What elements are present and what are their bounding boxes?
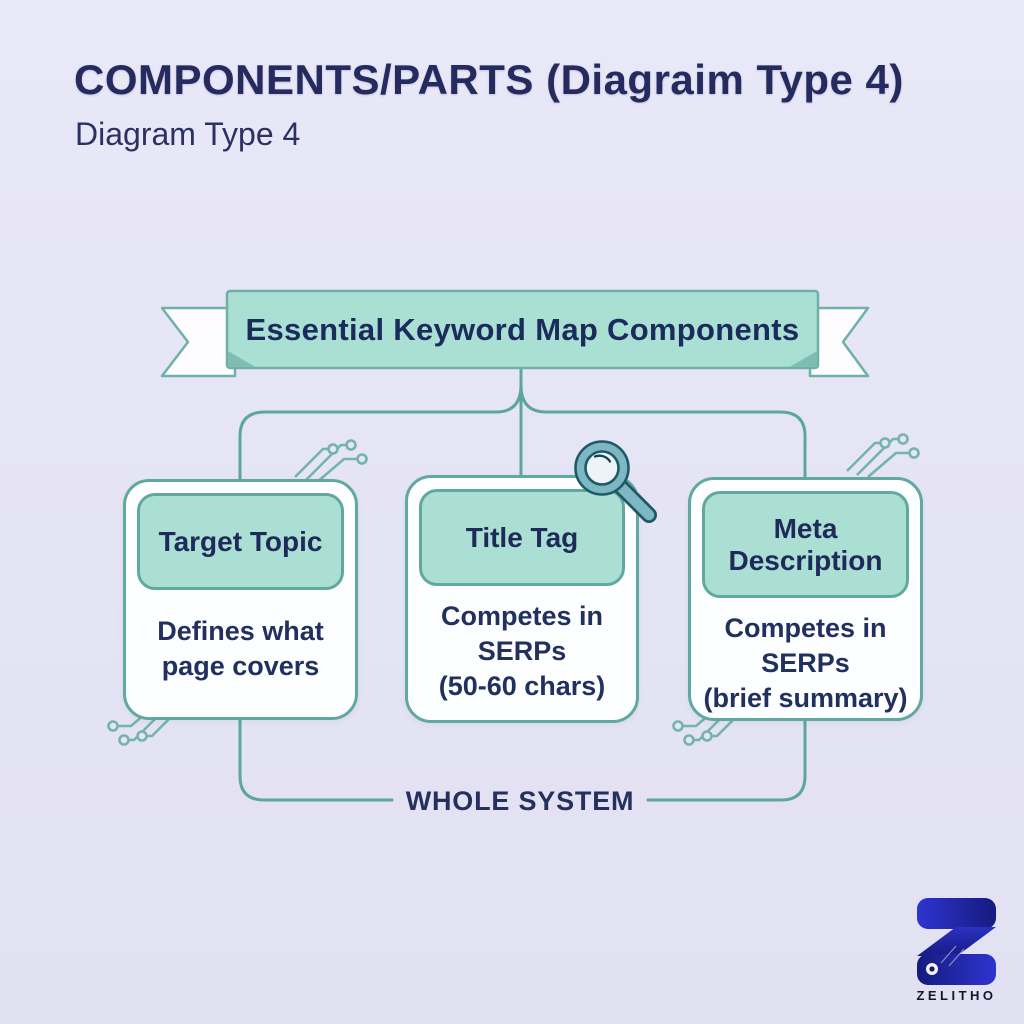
connector-left (238, 383, 523, 481)
bracket-right (646, 718, 807, 802)
whole-system-label: WHOLE SYSTEM (405, 785, 635, 816)
component-box-header: Meta Description (702, 491, 909, 598)
connector-lines (238, 366, 807, 802)
zelitho-logo-icon (917, 898, 996, 985)
component-box-meta-description: Meta Description Competes in SERPs (brie… (688, 477, 923, 721)
bracket-left (238, 717, 394, 802)
brand-name: ZELITHO (916, 988, 997, 1003)
ribbon-band (225, 289, 820, 370)
page-subtitle: Diagram Type 4 (75, 116, 301, 152)
component-box-header: Title Tag (419, 489, 625, 586)
ribbon-fold-left (228, 351, 255, 367)
component-box-description: Competes in SERPs (brief summary) (703, 613, 908, 714)
banner-label: Essential Keyword Map Components (245, 311, 800, 347)
component-box-description: Defines what page covers (157, 616, 324, 682)
component-box-target-topic: Target Topic Defines what page covers (123, 479, 358, 720)
component-box-description: Competes in SERPs (50-60 chars) (438, 601, 606, 702)
magnifier-icon (574, 440, 657, 523)
connector-right (519, 383, 807, 479)
component-box-title-tag: Title Tag Competes in SERPs (50-60 chars… (405, 475, 639, 723)
page-title: COMPONENTS/PARTS (Diagraim Type 4) (74, 56, 904, 103)
ribbon-banner (160, 289, 870, 378)
ribbon-fold-right (790, 351, 817, 367)
component-box-header: Target Topic (137, 493, 344, 590)
